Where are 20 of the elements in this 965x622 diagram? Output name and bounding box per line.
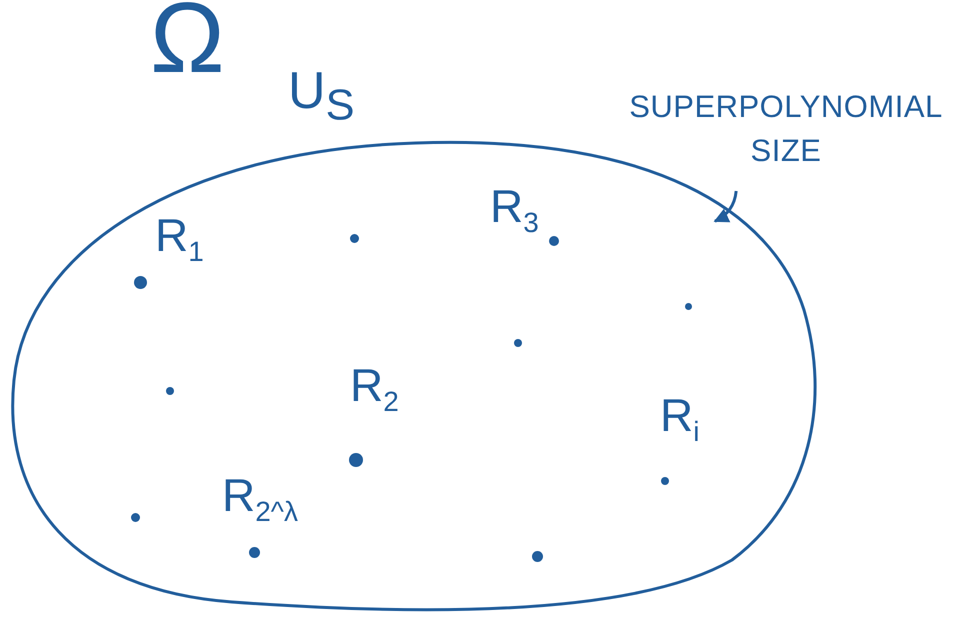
set-label: U$_{S}$ [288, 65, 354, 128]
point-label: R$_{1}$ [155, 212, 204, 266]
point-label: R$_{2}$ [350, 362, 399, 416]
point-dot [166, 387, 174, 395]
point-label: R$_{2^λ}$ [222, 472, 298, 526]
point-dot [249, 547, 260, 558]
point-dot [349, 453, 363, 467]
point-dot [549, 236, 559, 246]
point-dot [350, 234, 359, 243]
point-dot [134, 276, 147, 289]
point-dot [532, 551, 543, 562]
omega-symbol: Ω [150, 0, 225, 88]
leader-arrow [714, 190, 738, 223]
point-dot [661, 477, 669, 485]
point-label: R$_{3}$ [490, 183, 539, 238]
point-dot [131, 513, 140, 522]
point-dot [514, 339, 522, 347]
annotation-text: SUPERPOLYNOMIAL SIZE [628, 88, 944, 170]
point-dot [685, 303, 692, 310]
point-label: R$_{i}$ [660, 392, 700, 446]
